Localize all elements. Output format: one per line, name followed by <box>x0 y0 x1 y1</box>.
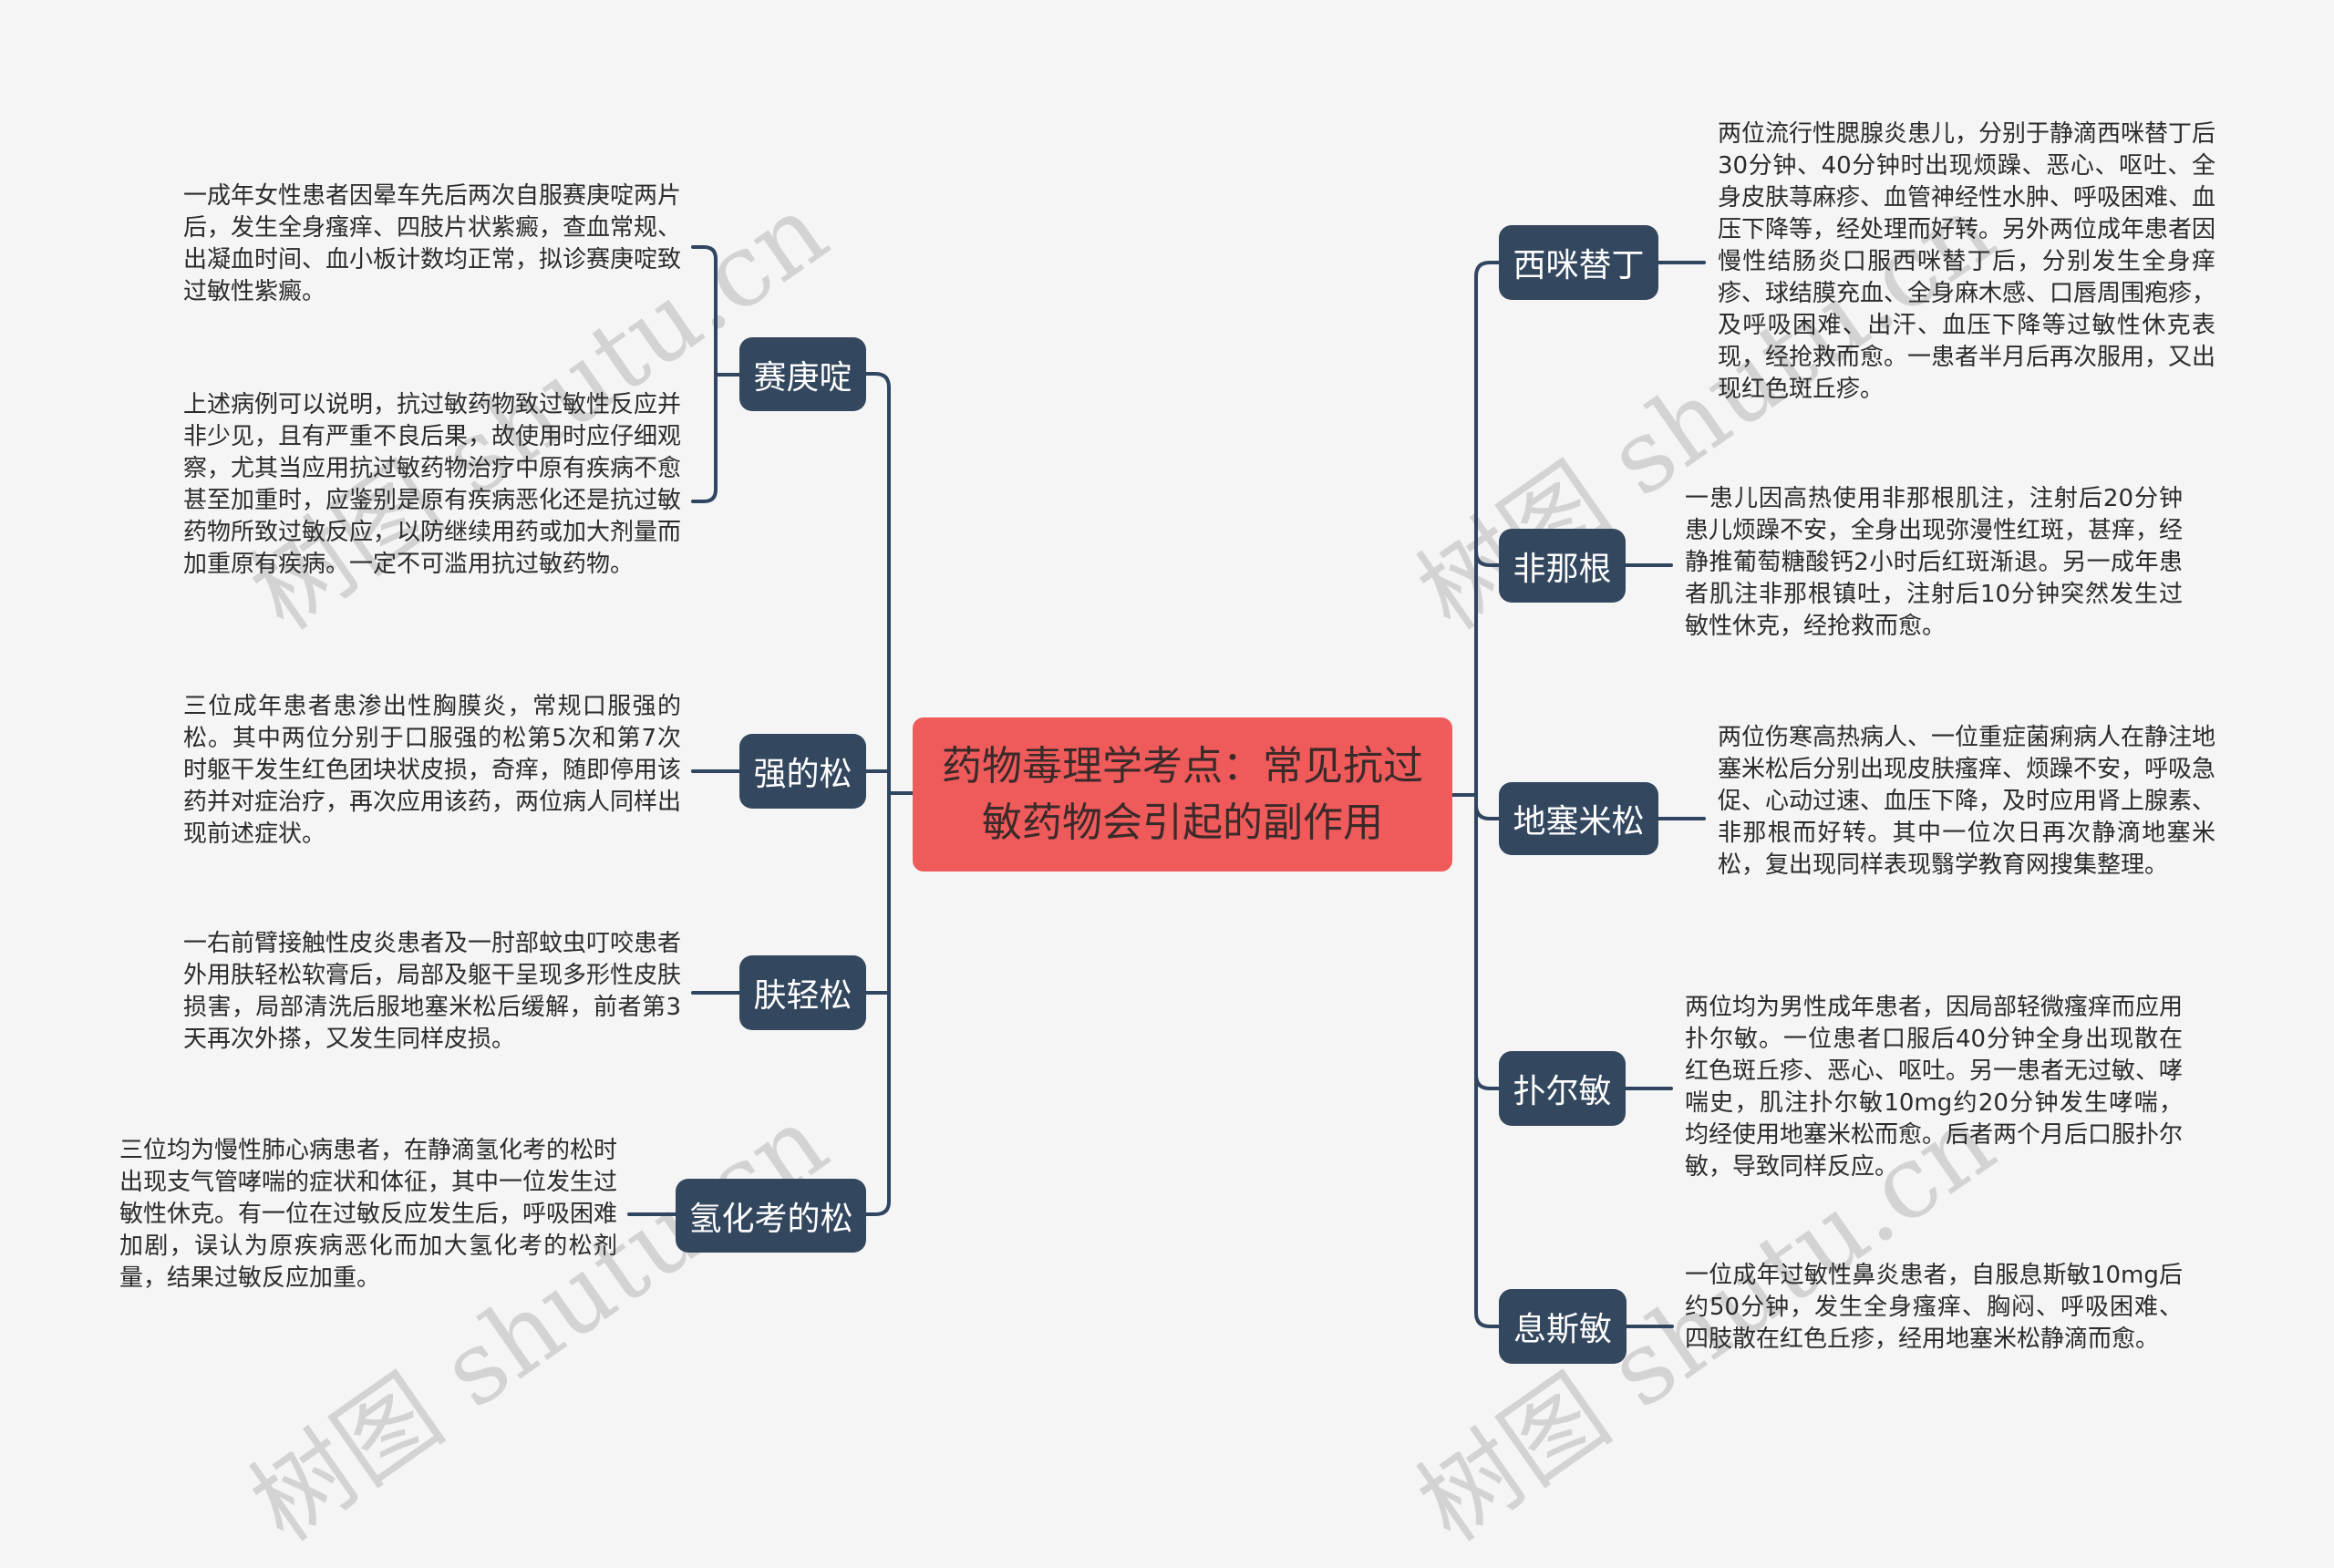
leaf-text[interactable]: 三位均为慢性肺心病患者，在静滴氢化考的松时出现支气管哮喘的症状和体征，其中一位发… <box>119 1137 618 1292</box>
branch-node-cimetidine[interactable]: 西咪替丁 <box>1499 225 1658 300</box>
branch-node-fluocinolone[interactable]: 肤轻松 <box>739 955 866 1030</box>
leaf-text[interactable]: 上述病例可以说明，抗过敏药物致过敏性反应并非少见，且有严重不良后果，故使用时应仔… <box>183 391 682 578</box>
connector-lines <box>627 245 1706 1328</box>
root-topic[interactable]: 药物毒理学考点：常见抗过敏药物会引起的副作用 <box>913 717 1452 872</box>
branch-label: 地塞米松 <box>1513 803 1645 841</box>
branch-label: 扑尔敏 <box>1513 1073 1612 1110</box>
branch-node-hydrocortisone[interactable]: 氢化考的松 <box>676 1179 866 1253</box>
root-title: 药物毒理学考点：常见抗过敏药物会引起的副作用 <box>942 742 1423 846</box>
branch-node-dexamethasone[interactable]: 地塞米松 <box>1499 782 1658 855</box>
branch-node-promethazine[interactable]: 非那根 <box>1499 529 1626 603</box>
leaf-text[interactable]: 一位成年过敏性鼻炎患者，自服息斯敏10mg后约50分钟，发生全身瘙痒、胸闷、呼吸… <box>1685 1262 2183 1353</box>
leaf-text[interactable]: 三位成年患者患渗出性胸膜炎，常规口服强的松。其中两位分别于口服强的松第5次和第7… <box>183 693 682 848</box>
leaf-text[interactable]: 两位流行性腮腺炎患儿，分别于静滴西咪替丁后30分钟、40分钟时出现烦躁、恶心、呕… <box>1718 120 2216 403</box>
leaf-text[interactable]: 两位伤寒高热病人、一位重症菌痢病人在静注地塞米松后分别出现皮肤瘙痒、烦躁不安，呼… <box>1718 724 2216 879</box>
mind-map-canvas: 树图 shutu.cn 树图 shutu.cn 树图 shutu.cn 树图 s… <box>119 120 2216 1563</box>
leaf-text[interactable]: 两位均为男性成年患者，因局部轻微瘙痒而应用扑尔敏。一位患者口服后40分钟全身出现… <box>1685 994 2184 1181</box>
leaf-text[interactable]: 一右前臂接触性皮炎患者及一肘部蚊虫叮咬患者外用肤轻松软膏后，局部及躯干呈现多形性… <box>183 930 682 1053</box>
branch-label: 肤轻松 <box>753 977 852 1015</box>
branch-node-astemizole[interactable]: 息斯敏 <box>1499 1289 1627 1364</box>
branch-label: 非那根 <box>1513 550 1612 588</box>
branch-label: 西咪替丁 <box>1513 247 1645 284</box>
leaf-text[interactable]: 一患儿因高热使用非那根肌注，注射后20分钟患儿烦躁不安，全身出现弥漫性红斑，甚痒… <box>1685 485 2184 640</box>
branch-node-cyproheptadine[interactable]: 赛庚啶 <box>739 337 866 411</box>
leaf-text[interactable]: 一成年女性患者因晕车先后两次自服赛庚啶两片后，发生全身瘙痒、四肢片状紫癜，查血常… <box>183 182 682 305</box>
branch-label: 赛庚啶 <box>753 358 852 397</box>
branch-node-chlorphenamine[interactable]: 扑尔敏 <box>1499 1051 1626 1126</box>
branch-label: 氢化考的松 <box>688 1200 853 1238</box>
branch-node-prednisone[interactable]: 强的松 <box>739 734 866 809</box>
branch-label: 强的松 <box>753 756 852 793</box>
branch-label: 息斯敏 <box>1513 1311 1612 1348</box>
